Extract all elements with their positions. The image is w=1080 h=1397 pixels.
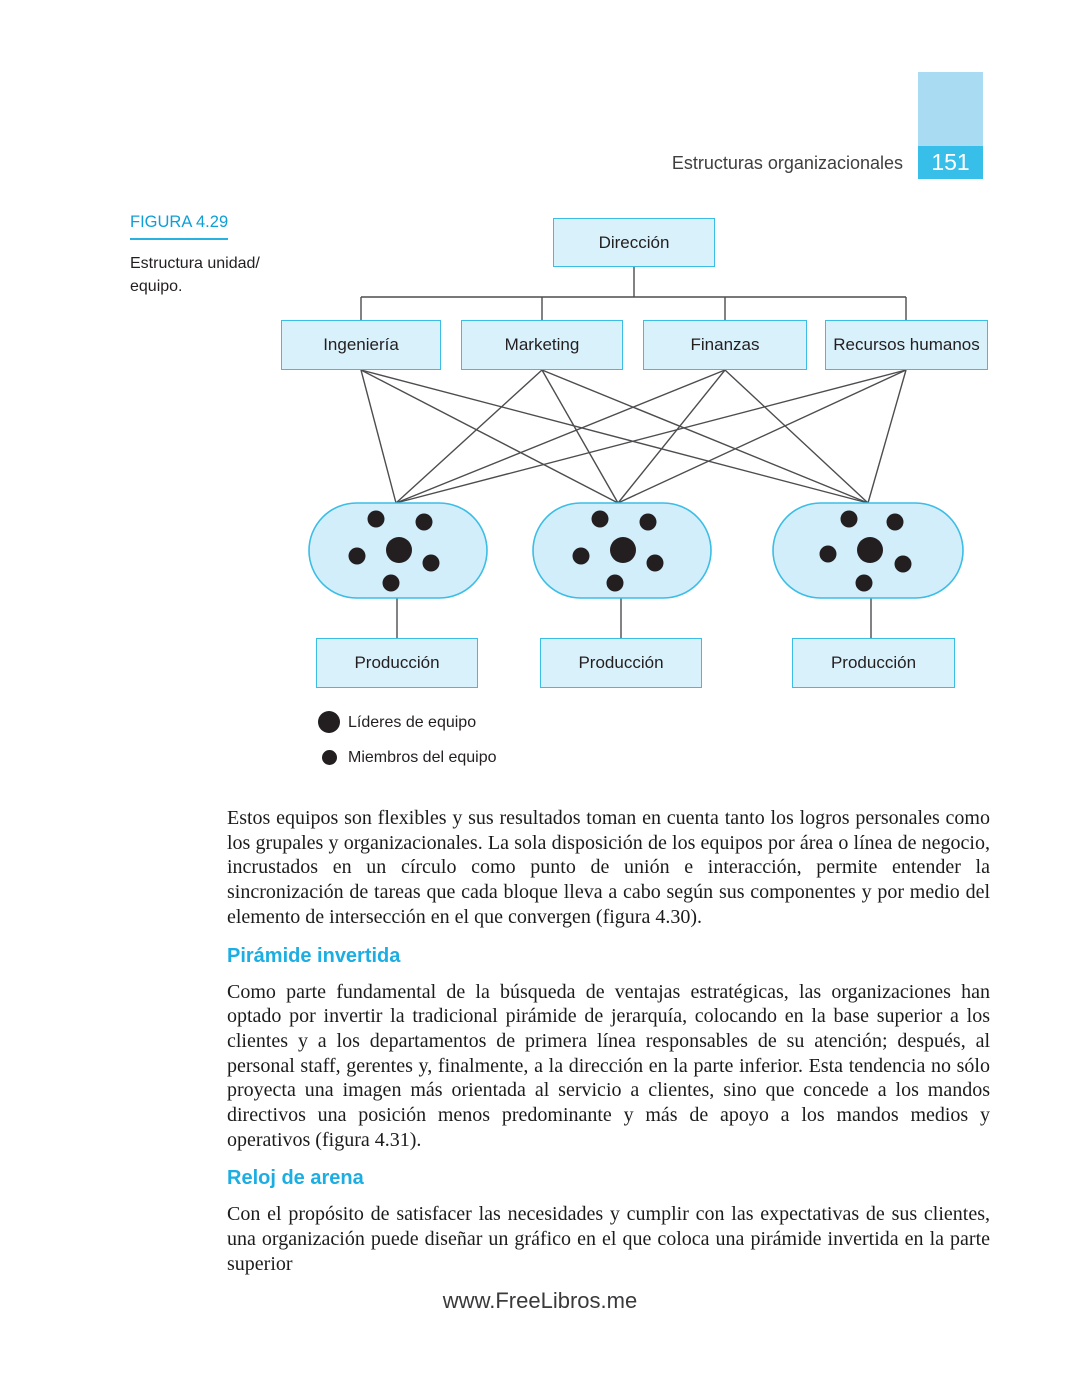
team1-leader-dot	[386, 537, 412, 563]
team3-member-dot	[819, 545, 837, 563]
page-number-badge: 151	[918, 146, 983, 179]
body-text-column: Estos equipos son flexibles y sus result…	[227, 806, 990, 1277]
team3-member-dot	[855, 574, 873, 592]
team1-member-dot	[415, 513, 433, 531]
team1-member-dot	[382, 574, 400, 592]
team2-member-dot	[572, 547, 590, 565]
legend-leader-label: Líderes de equipo	[348, 714, 477, 731]
node-produccion-2: Producción	[540, 638, 702, 688]
node-produccion-1: Producción	[316, 638, 478, 688]
team3-member-dot	[894, 555, 912, 573]
connector-lines	[360, 267, 907, 638]
node-ingenieria: Ingeniería	[281, 320, 441, 370]
node-produccion-3: Producción	[792, 638, 955, 688]
team1-member-dot	[367, 510, 385, 528]
legend-leader-dot-icon	[318, 711, 340, 733]
team1-member-dot	[348, 547, 366, 565]
org-diagram-lines-and-teams	[308, 267, 964, 638]
running-header-title: Estructuras organizacionales	[671, 153, 903, 173]
team1-member-dot	[422, 554, 440, 572]
legend-member-label: Miembros del equipo	[348, 749, 497, 766]
team3-member-dot	[886, 513, 904, 531]
node-direccion: Dirección	[553, 218, 715, 267]
paragraph-reloj: Con el propósito de satisfacer las neces…	[227, 1203, 990, 1275]
node-marketing: Marketing	[461, 320, 623, 370]
figure-caption: Estructura unidad/ equipo.	[130, 255, 260, 296]
team-dots	[348, 510, 912, 592]
team2-member-dot	[639, 513, 657, 531]
team3-member-dot	[840, 510, 858, 528]
heading-reloj-de-arena: Reloj de arena	[227, 1167, 364, 1190]
paragraph-teams-flexible: Estos equipos son flexibles y sus result…	[227, 807, 990, 928]
org-diagram: Dirección Ingeniería Marketing Finanzas …	[281, 218, 988, 766]
page-tab-decoration	[918, 72, 983, 146]
heading-piramide-invertida: Pirámide invertida	[227, 944, 401, 967]
team3-leader-dot	[857, 537, 883, 563]
team2-leader-dot	[610, 537, 636, 563]
legend-member-dot-icon	[322, 750, 337, 765]
paragraph-piramide: Como parte fundamental de la búsqueda de…	[227, 980, 990, 1151]
figure-label: FIGURA 4.29	[130, 213, 229, 240]
team2-member-dot	[606, 574, 624, 592]
footer-url: www.FreeLibros.me	[442, 1288, 638, 1313]
node-recursos-humanos: Recursos humanos	[825, 320, 988, 370]
team2-member-dot	[646, 554, 664, 572]
node-finanzas: Finanzas	[643, 320, 807, 370]
team2-member-dot	[591, 510, 609, 528]
